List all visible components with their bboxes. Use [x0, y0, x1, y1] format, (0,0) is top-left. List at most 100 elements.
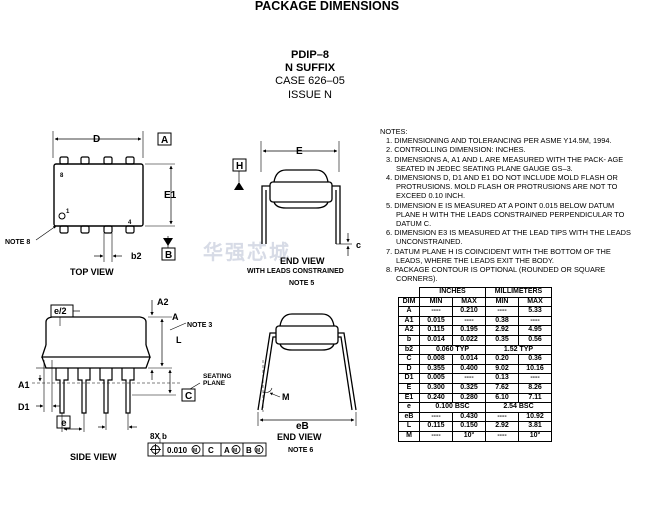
table-cell: 0.150	[452, 421, 486, 432]
table-cell: ----	[485, 411, 519, 423]
table-cell: 0.430	[452, 411, 486, 423]
dim-e1-label: E1	[164, 190, 177, 201]
note-item: 6. DIMENSION E3 IS MEASURED AT THE LEAD …	[386, 228, 631, 247]
table-cell: 0.355	[419, 363, 453, 375]
end-view-top-caption2: WITH LEADS CONSTRAINED	[247, 268, 344, 275]
table-cell: 0.210	[452, 306, 486, 317]
table-cell: 10.16	[518, 363, 552, 375]
datum-c-label: C	[185, 391, 192, 402]
dim-e2-label: e/2	[54, 306, 67, 316]
package-issue: ISSUE N	[287, 89, 332, 101]
table-cell: 5.33	[518, 306, 552, 317]
package-suffix: N SUFFIX	[284, 62, 336, 74]
top-view	[35, 131, 176, 262]
top-view-labels: D E1 b2 8 4 1 A B NOTE 8 TOP VIEW	[5, 134, 177, 277]
tolerance-count: 8X b	[150, 432, 167, 441]
table-cell: D1	[398, 373, 420, 384]
table-cell: A2	[398, 325, 420, 336]
tolerance-datum-2: A	[224, 446, 230, 455]
table-cell: 0.400	[452, 363, 486, 375]
table-cell: 10°	[518, 430, 552, 442]
tolerance-labels: 8X b 0.010 M C A M B M	[150, 432, 260, 455]
table-cell: 3.81	[518, 421, 552, 432]
table-cell: 2.54 BSC	[485, 402, 552, 413]
table-cell: 0.115	[419, 421, 453, 432]
note-item: 1. DIMENSIONING AND TOLERANCING PER ASME…	[386, 136, 612, 146]
note-item: 5. DIMENSION E IS MEASURED AT A POINT 0.…	[386, 200, 625, 229]
table-cell: 0.56	[518, 334, 552, 346]
table-cell: E	[398, 382, 420, 394]
table-cell: E1	[398, 392, 420, 404]
group-inches: INCHES	[419, 287, 486, 298]
table-cell: A1	[398, 315, 420, 327]
dim-b2-label: b2	[131, 251, 142, 261]
table-cell: ----	[452, 315, 486, 327]
table-row: eB----0.430----10.92	[398, 411, 552, 423]
tolerance-mod-2: M	[233, 448, 237, 454]
side-view	[32, 300, 201, 432]
note-item: 4. DIMENSIONS D, D1 AND E1 DO NOT INCLUD…	[386, 173, 618, 201]
table-cell: L	[398, 421, 420, 432]
table-cell: ----	[419, 430, 453, 442]
dim-l-label: L	[176, 335, 182, 345]
table-cell: 0.240	[419, 392, 453, 404]
end-view-top-labels: E H c END VIEW WITH LEADS CONSTRAINED NO…	[236, 146, 361, 287]
table-cell: 10.92	[518, 411, 552, 423]
table-cell: 0.35	[485, 334, 519, 346]
col-head: MAX	[452, 296, 486, 308]
col-head: DIM	[398, 296, 420, 308]
table-cell: 0.38	[485, 315, 519, 327]
note3-label: NOTE 3	[187, 322, 212, 329]
dim-e-side-label: e	[61, 418, 67, 429]
table-cell: 7.62	[485, 382, 519, 394]
table-cell: C	[398, 354, 420, 365]
table-cell: 0.100 BSC	[419, 402, 486, 413]
table-row: A----0.210----5.33	[398, 306, 552, 317]
end-view-bottom-note: NOTE 6	[288, 447, 313, 454]
table-cell: 0.325	[452, 382, 486, 394]
table-cell: 1.52 TYP	[485, 344, 552, 356]
table-cell: 0.060 TYP	[419, 344, 486, 356]
dim-d-label: D	[93, 134, 100, 145]
pin8-label: 8	[60, 173, 64, 179]
col-head: MIN	[419, 296, 453, 308]
package-drawing: D E1 b2 8 4 1 A B NOTE 8 TOP VIEW E H	[5, 131, 361, 462]
page-title: PACKAGE DIMENSIONS	[254, 0, 400, 13]
table-cell: e	[398, 402, 420, 413]
table-cell: 0.015	[419, 315, 453, 327]
end-view-bottom	[257, 313, 357, 426]
table-cell: D	[398, 363, 420, 375]
pin4-label: 4	[128, 220, 132, 226]
table-cell: 0.195	[452, 325, 486, 336]
table-cell: A	[398, 306, 420, 317]
table-row: M----10°----10°	[398, 430, 552, 442]
table-cell: 9.02	[485, 363, 519, 375]
table-cell: ----	[518, 373, 552, 384]
table-cell: 0.20	[485, 354, 519, 365]
table-cell: 0.014	[452, 354, 486, 365]
table-cell: 2.92	[485, 325, 519, 336]
col-head: MAX	[518, 296, 552, 308]
table-cell: 0.36	[518, 354, 552, 365]
datum-b-label: B	[165, 250, 172, 261]
note-item: 3. DIMENSIONS A, A1 AND L ARE MEASURED W…	[386, 154, 624, 173]
end-view-top	[232, 141, 352, 256]
table-cell	[398, 287, 420, 298]
dimension-table: INCHES MILLIMETERS DIM MIN MAX MIN MAX A…	[398, 287, 552, 442]
table-cell: 0.300	[419, 382, 453, 394]
table-cell: eB	[398, 411, 420, 423]
dim-m-label: M	[282, 392, 290, 402]
tolerance-mod-1: M	[193, 448, 197, 454]
note-item: 7. DATUM PLANE H IS COINCIDENT WITH THE …	[386, 246, 611, 265]
table-cell: 8.26	[518, 382, 552, 394]
dim-d1-label: D1	[18, 402, 30, 412]
dim-a-label: A	[172, 312, 179, 322]
